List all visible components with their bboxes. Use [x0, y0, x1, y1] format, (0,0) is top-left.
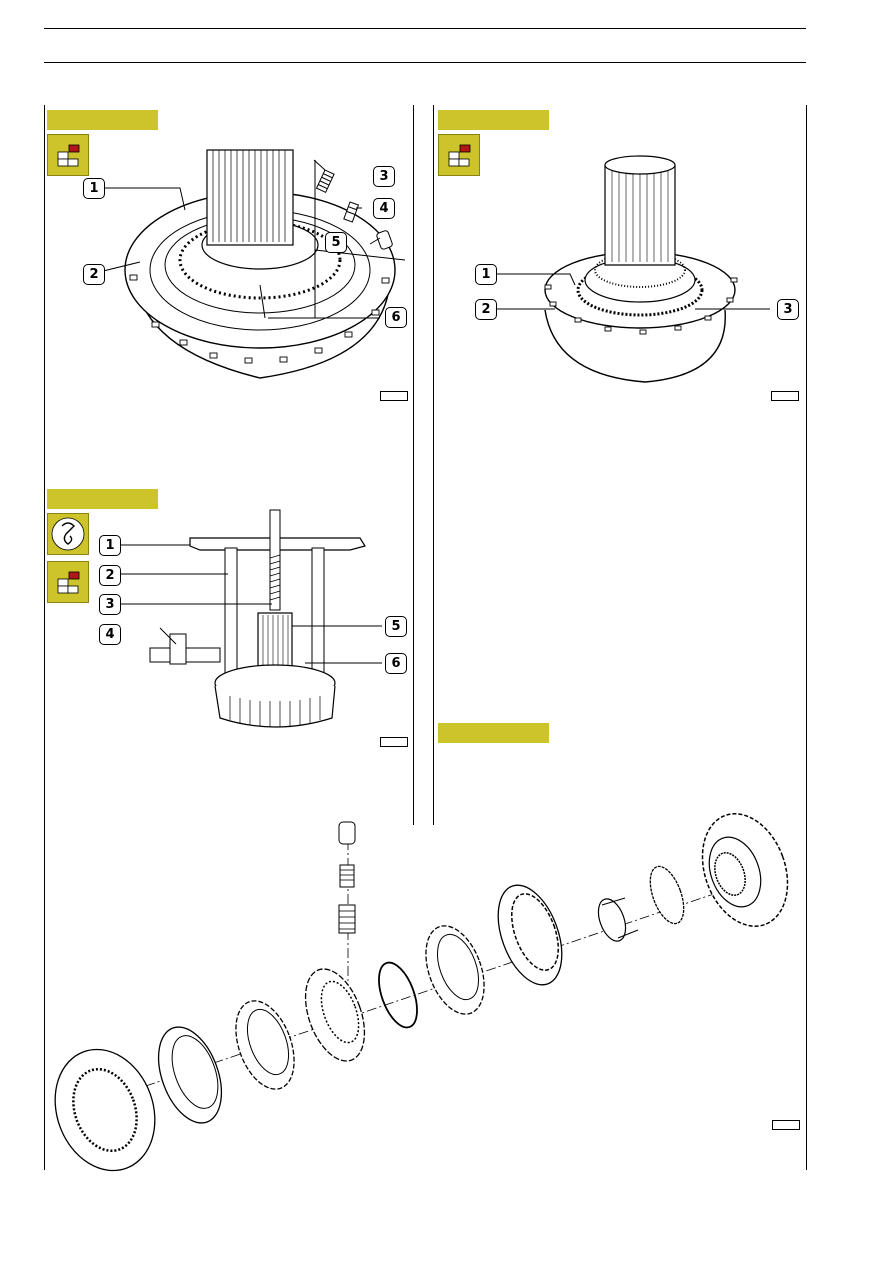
- figure-1-tab: [47, 110, 158, 130]
- figure-1-drawing: [94, 149, 406, 379]
- exploded-view-drawing: [54, 813, 789, 1172]
- puller-tool-icon: [47, 513, 89, 555]
- figure-2-callout-3: 3: [777, 299, 799, 320]
- figure-2-callout-1: 1: [475, 264, 497, 285]
- figure-3-callout-2: 2: [99, 565, 121, 586]
- figure-3-number-box: [380, 737, 408, 747]
- right-margin-line: [806, 105, 807, 1170]
- figure-5-number-box: [772, 1120, 800, 1130]
- figure-1-callout-1: 1: [83, 178, 105, 199]
- figure-2-callout-2: 2: [475, 299, 497, 320]
- assembly-icon: [438, 134, 480, 176]
- figure-1-number-box: [380, 391, 408, 401]
- figure-2-tab: [438, 110, 549, 130]
- figure-3-drawing: [120, 509, 382, 728]
- header-rule-top: [44, 28, 806, 29]
- figure-1-callout-3: 3: [373, 166, 395, 187]
- figure-1-callout-5: 5: [325, 232, 347, 253]
- figure-1-callout-2: 2: [83, 264, 105, 285]
- figure-3-callout-1: 1: [99, 535, 121, 556]
- figure-2-drawing: [485, 155, 770, 383]
- figure-1-callout-4: 4: [373, 198, 395, 219]
- figure-4-tab: [438, 723, 549, 743]
- column-divider-left: [413, 105, 414, 825]
- figure-2-number-box: [771, 391, 799, 401]
- assembly-icon: [47, 561, 89, 603]
- column-divider-right: [433, 105, 434, 825]
- figure-3-tab: [47, 489, 158, 509]
- header-rule-bottom: [44, 62, 806, 63]
- assembly-icon: [47, 134, 89, 176]
- figure-3-callout-3: 3: [99, 594, 121, 615]
- figure-3-callout-6: 6: [385, 653, 407, 674]
- figure-3-callout-4: 4: [99, 624, 121, 645]
- figure-3-callout-5: 5: [385, 616, 407, 637]
- left-margin-line: [44, 105, 45, 1170]
- figure-1-callout-6: 6: [385, 307, 407, 328]
